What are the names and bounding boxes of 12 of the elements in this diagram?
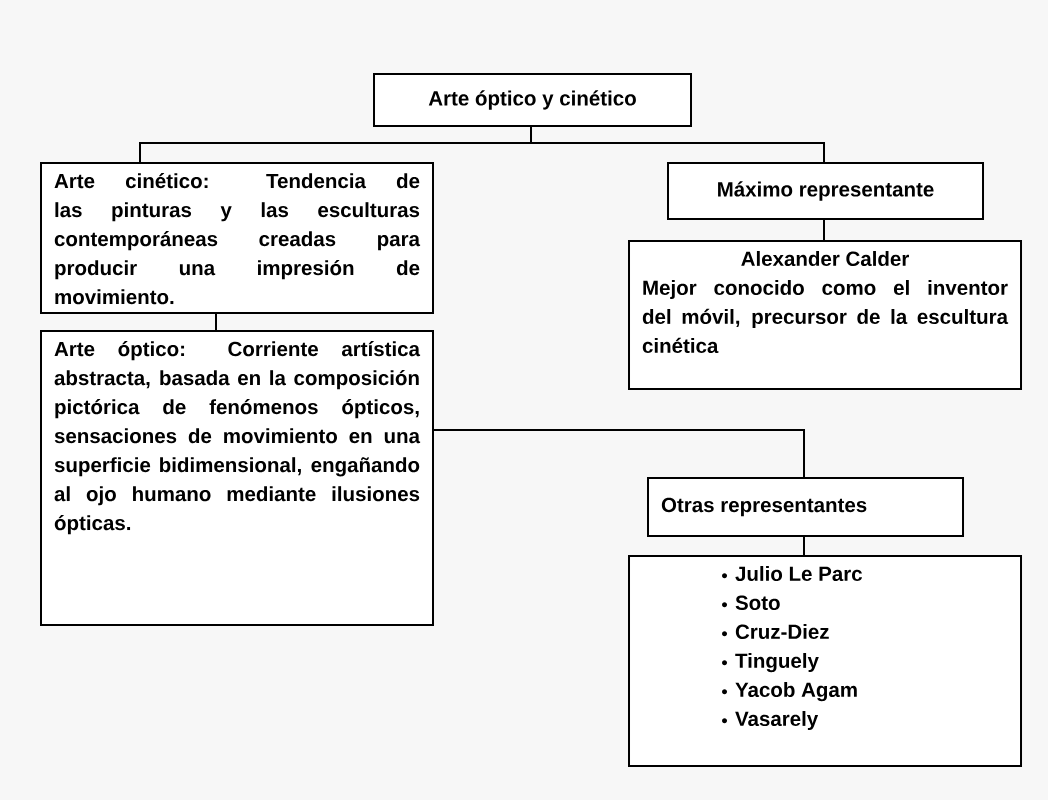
text-box: Máximo representante xyxy=(667,162,984,220)
connector xyxy=(215,311,217,331)
text-box: Otras representantes xyxy=(647,477,964,537)
text-box: Arte óptico y cinético xyxy=(373,73,692,127)
connector xyxy=(530,124,825,163)
text-box: Arte cinético: Tendencia de las pinturas y las esculturas contemporáneas creadas para producir una impresión de movimiento. xyxy=(40,162,434,314)
connector xyxy=(431,429,805,478)
text-box: Alexander Calder Mejor conocido como el inventor del móvil, precursor de la escultura cinética xyxy=(628,240,1022,390)
text-box: Julio Le Parc Soto Cruz-Diez Tinguely Yacob Agam Vasarely xyxy=(628,555,1022,767)
connector xyxy=(823,217,825,241)
text-box: Arte óptico: Corriente artística abstracta, basada en la composición pictórica de fenómenos ópticos, sensaciones de movimiento en una superficie bidimensional, engañando al ojo humano mediante ilusiones ópticas. xyxy=(40,330,434,626)
connector xyxy=(803,534,805,556)
